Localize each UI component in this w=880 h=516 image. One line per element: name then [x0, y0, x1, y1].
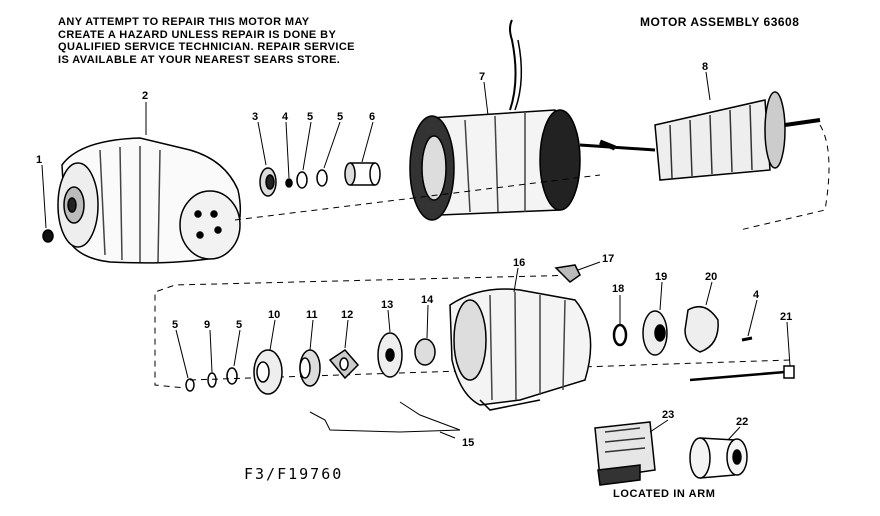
part-label: 18	[612, 283, 624, 295]
located-in-arm-note: LOCATED IN ARM	[613, 488, 716, 500]
part-label: 8	[702, 61, 708, 73]
part-20-cap	[684, 305, 719, 353]
part-label: 20	[705, 271, 717, 283]
part-5-washer	[226, 367, 238, 385]
part-label: 15	[462, 437, 474, 449]
part-3-bearing	[259, 167, 277, 197]
part-label: 5	[172, 319, 178, 331]
part-label: 21	[780, 311, 792, 323]
part-7-stator	[409, 19, 581, 221]
part-label: 7	[479, 71, 485, 83]
warning-line: IS AVAILABLE AT YOUR NEAREST SEARS STORE…	[58, 53, 341, 66]
part-label: 1	[36, 154, 42, 166]
assembly-title: MOTOR ASSEMBLY 63608	[640, 15, 800, 29]
part-label: 16	[513, 257, 525, 269]
part-label: 4	[753, 289, 760, 301]
part-16-end-bell	[449, 288, 592, 411]
part-18-ring	[612, 323, 628, 347]
part-label: 14	[421, 294, 434, 306]
part-19-fan-plate	[642, 310, 668, 356]
part-label: 23	[662, 409, 674, 421]
part-9-retaining-ring	[207, 372, 217, 388]
part-label: 3	[252, 111, 258, 123]
part-5-washer	[185, 378, 195, 392]
part-label: 10	[268, 309, 280, 321]
part-6-sleeve	[344, 162, 381, 186]
part-4-screw	[285, 178, 293, 188]
warning-line: QUALIFIED SERVICE TECHNICIAN. REPAIR SER…	[58, 41, 355, 53]
part-5-washer	[296, 171, 308, 189]
part-label: 5	[337, 111, 343, 123]
part-label: 5	[236, 319, 242, 331]
part-label: 19	[655, 271, 667, 283]
part-label: 12	[341, 309, 353, 321]
part-11-bushing	[299, 349, 321, 387]
label-leaders	[41, 71, 791, 441]
part-23-switch	[594, 421, 656, 486]
part-21-through-bolt	[689, 365, 795, 382]
part-label: 4	[282, 111, 289, 123]
part-label: 2	[142, 90, 148, 102]
warning-line: ANY ATTEMPT TO REPAIR THIS MOTOR MAY	[58, 16, 310, 28]
part-8-armature	[579, 91, 821, 181]
part-label: 5	[307, 111, 313, 123]
part-label: 11	[306, 309, 318, 321]
part-4-screw	[741, 336, 753, 342]
part-12-retainer	[328, 349, 360, 380]
part-label: 17	[602, 253, 614, 265]
part-15-bracket	[309, 401, 461, 433]
part-label: 13	[381, 299, 393, 311]
part-label: 6	[369, 111, 375, 123]
repair-warning: ANY ATTEMPT TO REPAIR THIS MOTOR MAY CRE…	[58, 16, 438, 66]
warning-line: CREATE A HAZARD UNLESS REPAIR IS DONE BY	[58, 28, 337, 41]
part-5-washer	[316, 169, 328, 187]
part-label: 22	[736, 416, 748, 428]
part-1-nut	[42, 229, 54, 243]
part-22-capacitor	[689, 437, 748, 479]
part-17-clip	[554, 264, 581, 283]
model-number: F3/F19760	[244, 465, 344, 483]
part-2-end-bell	[57, 137, 242, 264]
part-label: 9	[204, 319, 210, 331]
part-13-plate	[377, 332, 403, 378]
part-10-cup	[253, 349, 283, 395]
part-14-spacer	[414, 338, 436, 366]
